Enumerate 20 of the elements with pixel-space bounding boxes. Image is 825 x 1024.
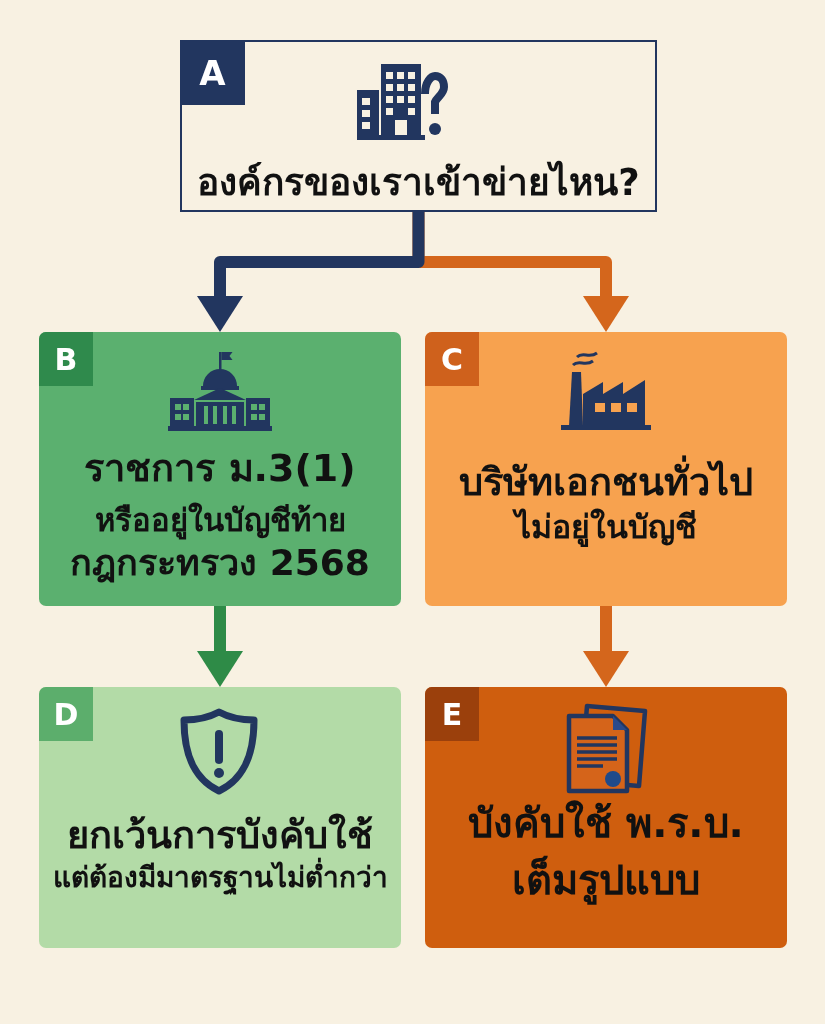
letter-badge: B xyxy=(39,332,93,386)
result-box xyxy=(425,687,787,948)
letter-badge: A xyxy=(180,40,245,105)
box-title: องค์กรของเราเข้าข่ายไหน? xyxy=(197,159,640,206)
arrow xyxy=(197,212,425,332)
box-title: ราชการ ม.3(1) xyxy=(84,445,356,492)
box-title: กฎกระทรวง 2568 xyxy=(70,541,370,585)
arrow xyxy=(583,606,629,687)
box-subtitle: แต่ต้องมีมาตรฐานไม่ต่ำกว่า xyxy=(52,858,388,898)
arrow xyxy=(197,606,243,687)
letter-badge: C xyxy=(425,332,479,386)
box-subtitle: หรืออยู่ในบัญชีท้าย xyxy=(94,501,346,541)
result-box xyxy=(39,687,401,948)
question-box xyxy=(180,40,657,212)
letter-badge: D xyxy=(39,687,93,741)
category-box xyxy=(425,332,787,606)
box-title: บังคับใช้ พ.ร.บ. เต็มรูปแบบ xyxy=(467,799,745,907)
letter-badge: E xyxy=(425,687,479,741)
category-box xyxy=(39,332,401,606)
box-title: ยกเว้นการบังคับใช้ xyxy=(67,812,373,857)
